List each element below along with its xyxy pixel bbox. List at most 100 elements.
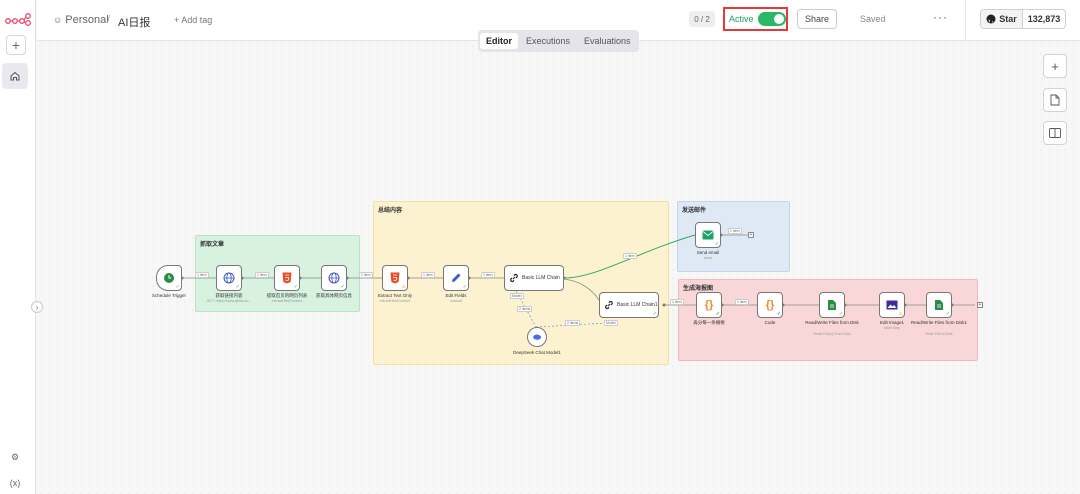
warning-icon: ⚠ [898,311,903,317]
sticky-email[interactable]: 发送邮件 [677,201,790,272]
success-check-icon: ✓ [715,311,720,317]
node-label: Send email [696,250,720,255]
tab-executions[interactable]: Executions [526,36,571,46]
layers-icon[interactable]: ⚙ [10,452,20,462]
success-check-icon: ✓ [293,284,298,290]
node-deepseek-chat-model[interactable] [527,327,547,347]
workspace-name[interactable]: Personal [65,14,109,26]
sticky-note-button[interactable] [1043,88,1067,112]
node-edit-image[interactable]: ⚠ [879,292,905,318]
node-label: Code [764,320,776,325]
node-subtitle: Read File(s) From Disk [813,332,851,336]
success-check-icon: ✓ [652,311,657,317]
node-schedule-trigger[interactable]: ✓ [156,265,182,291]
breadcrumb-separator: / [107,14,111,26]
node-label: Read/Write Files from Disk1 [911,320,967,325]
edge-item-count: 1 item [421,272,435,278]
tab-evaluations[interactable]: Evaluations [584,36,631,46]
node-subtitle: GET: https://www.qbitai.co... [206,299,252,303]
code-braces-icon: {} [765,299,775,311]
edge-model-label: Model [510,293,524,299]
home-button[interactable] [2,63,28,89]
node-label: Basic LLM Chain1 [617,302,658,308]
active-toggle-container[interactable]: Active [723,7,788,31]
image-icon [886,300,898,310]
node-html-extract[interactable]: ✓ [274,265,300,291]
node-subtitle: Write File to Disk [925,332,953,336]
active-toggle[interactable] [757,12,786,26]
workflow-canvas[interactable]: › 抓取文章 总结内容 发送邮件 生成海报图 [31,42,1080,494]
edge-model-label: Model [604,320,618,326]
warning-icon: ⚠ [401,284,406,290]
node-http-request[interactable]: ✓ [216,265,242,291]
node-subtitle: extractHtmlContent [271,299,303,303]
node-label: 获取链接内容 [215,293,243,298]
view-tabs: Editor Executions Evaluations [478,30,639,52]
node-label: 提取首页的网页列表 [266,293,308,298]
success-check-icon: ✓ [175,284,180,290]
breadcrumb[interactable]: ☺ Personal [53,14,109,26]
file-icon [935,300,943,310]
add-node-button[interactable]: + [1043,54,1067,78]
left-rail: + ⚙ (x) [0,0,36,494]
github-star-button[interactable]: Star 132,873 [980,9,1066,29]
top-header: ☺ Personal / AI日报 + Add tag 0 / 2 Active… [37,0,1080,41]
clock-icon [164,273,174,283]
edge-item-count: 1 item [255,272,269,278]
node-basic-llm-chain1[interactable]: Basic LLM Chain1 ✓ [599,292,659,318]
add-node-plus-icon[interactable]: + [748,232,754,238]
node-subtitle: extractHtmlContent [379,299,411,303]
node-subtitle: Multi Step [884,326,900,330]
n8n-logo-icon[interactable] [4,12,32,26]
mail-icon [702,230,714,240]
html5-icon [282,272,292,284]
share-button[interactable]: Share [797,9,837,29]
success-check-icon: ✓ [340,284,345,290]
tab-editor[interactable]: Editor [480,33,518,49]
node-send-email[interactable]: ✓ [695,222,721,248]
add-button[interactable]: + [6,35,26,55]
node-read-write-files[interactable]: ✓ [819,292,845,318]
variables-icon[interactable]: (x) [9,478,21,488]
success-check-icon: ✓ [235,284,240,290]
active-label: Active [729,14,754,24]
node-http-request-detail[interactable]: ✓ [321,265,347,291]
node-code[interactable]: {} ✓ [757,292,783,318]
node-extract-text-only[interactable]: ⚠ [382,265,408,291]
home-icon [10,71,20,81]
edge-item-count: 1 item [735,299,749,305]
panel-icon [1049,128,1061,138]
production-checklist-counter[interactable]: 0 / 2 [689,11,715,27]
node-edit-fields[interactable]: ✓ [443,265,469,291]
chain-link-icon [510,273,518,283]
node-subtitle: manual [450,299,462,303]
success-check-icon: ✓ [838,311,843,317]
node-label: 再分每一条摘要 [693,320,725,325]
deepseek-whale-icon [533,334,542,340]
saved-status: Saved [860,14,886,24]
success-check-icon: ✓ [462,284,467,290]
edge-item-count: 1 item [728,228,742,234]
workflow-name[interactable]: AI日报 [118,17,151,29]
add-tag-button[interactable]: + Add tag [174,15,213,25]
expand-sidebar-icon[interactable]: › [31,301,43,313]
more-menu-button[interactable]: ··· [933,10,948,24]
success-check-icon: ✓ [776,311,781,317]
edge-item-count: 1 item [670,299,684,305]
github-star-label: Star [999,14,1017,24]
github-icon [986,14,996,24]
node-label: Edit Image1 [879,320,904,325]
edge-item-count: 1 item [359,272,373,278]
edge-items-count: 2 items [517,306,533,312]
add-node-plus-icon[interactable]: + [977,302,983,308]
success-check-icon: ✓ [714,241,719,247]
chain-link-icon [605,300,613,310]
node-label: Edit Fields [445,293,467,298]
node-code-split[interactable]: {} ✓ [696,292,722,318]
node-basic-llm-chain[interactable]: Basic LLM Chain [504,265,564,291]
pencil-icon [452,273,461,282]
node-read-write-files1[interactable]: ✓ [926,292,952,318]
node-label: 获取具体网页信息 [316,293,352,298]
edge-item-count: 1 item [623,253,637,259]
toggle-panel-button[interactable] [1043,121,1067,145]
